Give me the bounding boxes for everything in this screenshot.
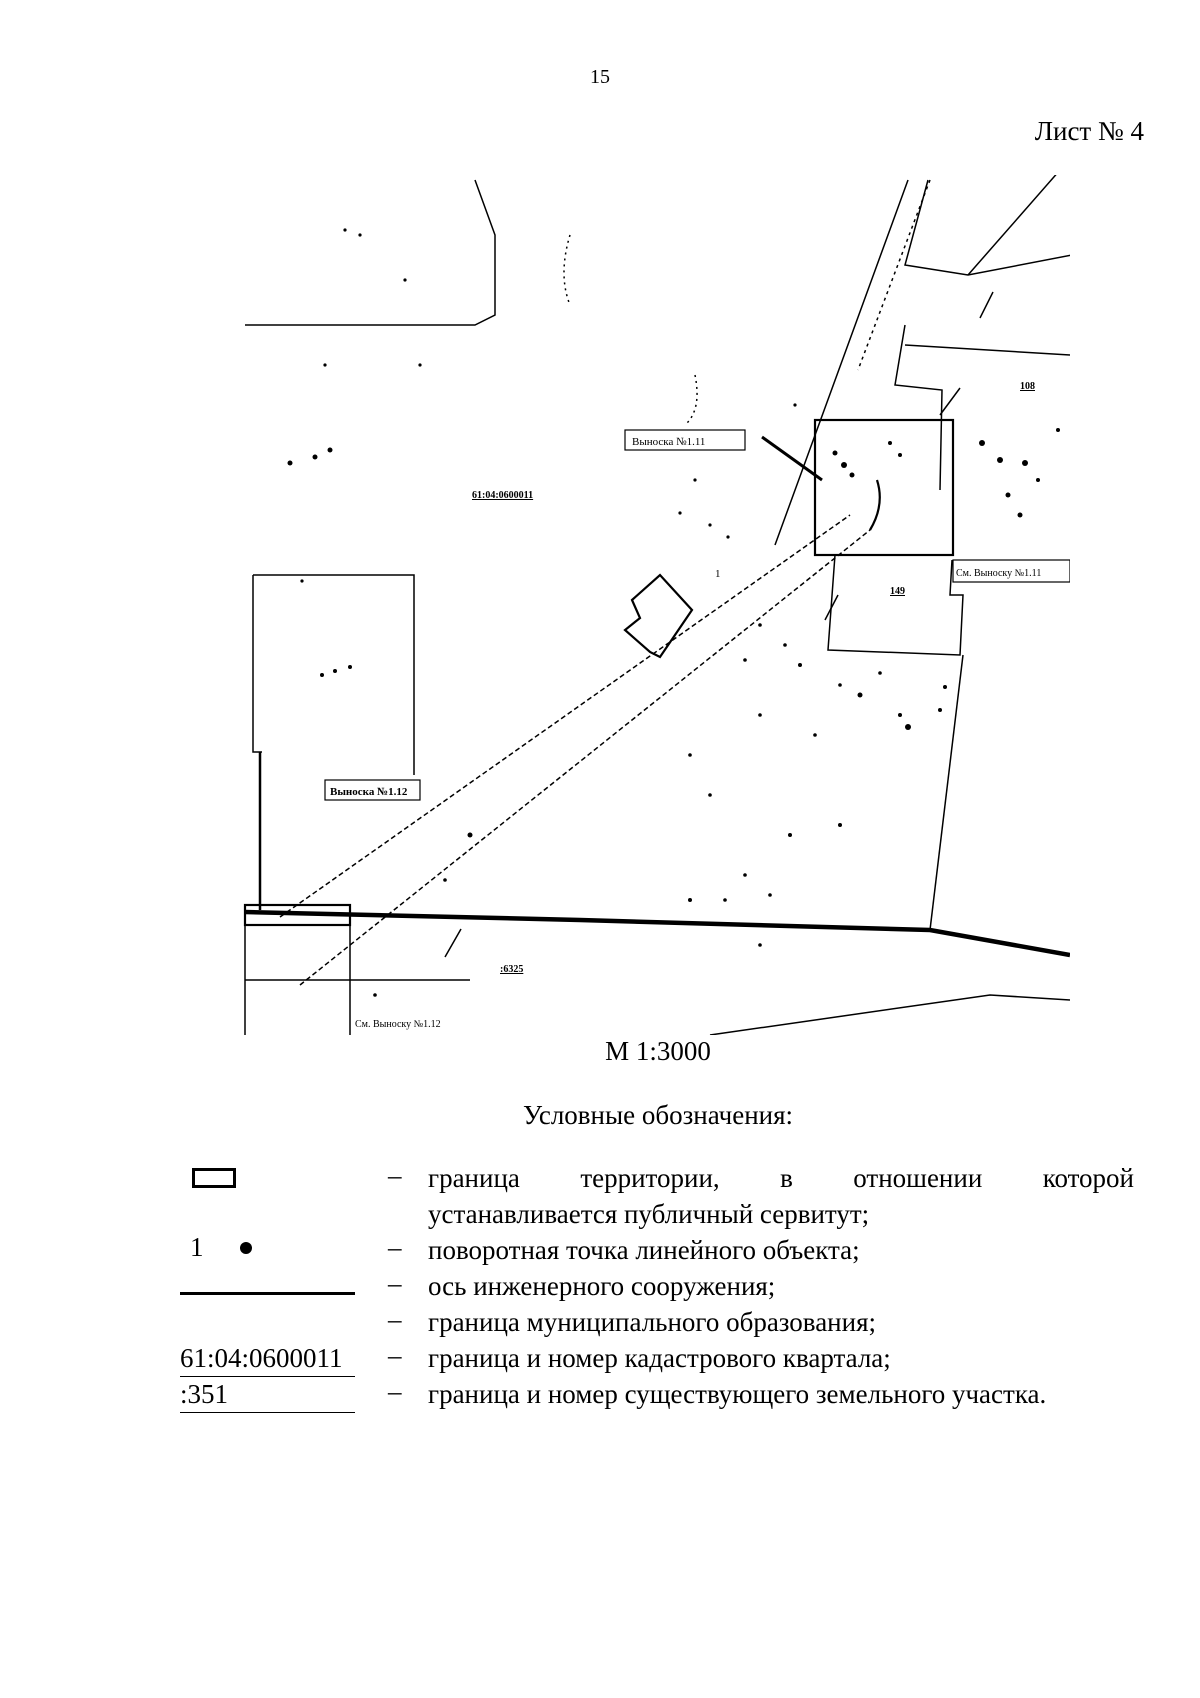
map-drawing: Выноска №1.11 Выноска №1.12 См. Выноску … [243, 169, 1073, 1036]
servitude-box-2 [243, 903, 352, 927]
legend-desc: граница и номер кадастрового квартала; [428, 1343, 891, 1373]
legend-desc: поворотная точка линейного объекта; [428, 1235, 860, 1265]
map-dashed-curve [684, 374, 698, 426]
servitude-strip-edge [279, 514, 851, 918]
legend-desc: граница муниципального образования; [428, 1307, 877, 1337]
map-line [967, 169, 1061, 276]
legend-dash: – [388, 1340, 402, 1370]
parcel-border [904, 344, 1071, 356]
leader-line [979, 291, 994, 319]
callout-arrow-11 [761, 435, 823, 482]
parcel-left-border [253, 574, 415, 775]
parcel-149-label: 149 [890, 586, 905, 597]
thick-line-icon [180, 1292, 355, 1295]
callout-11-label: Выноска №1.11 [632, 436, 705, 448]
legend-dash: – [388, 1232, 402, 1262]
parcel-108-label: 108 [1020, 381, 1035, 392]
map-dashed-line [857, 179, 931, 371]
cadastral-quarter-number: 61:04:0600011 [180, 1340, 355, 1377]
point-1-label: 1 [715, 568, 721, 580]
parcel-top-right [904, 179, 1073, 276]
quarter-number-label: 61:04:0600011 [472, 490, 533, 501]
see-callout-12-label: См. Выноску №1.12 [355, 1019, 441, 1030]
building-1 [623, 573, 694, 659]
page-number: 15 [590, 66, 610, 88]
legend-title: Условные обозначения: [522, 1100, 794, 1130]
map-dashed-curve [563, 234, 571, 306]
map-line [774, 179, 909, 546]
leader-line-6325 [444, 928, 462, 958]
sheet-label: Лист № 4 [1034, 116, 1144, 146]
legend-dash: – [388, 1268, 402, 1298]
parcel-lower-left [244, 925, 470, 1035]
map-boundary-upper-left [245, 179, 496, 326]
municipal-boundary [244, 909, 1071, 958]
parcel-number: :351 [180, 1376, 355, 1413]
servitude-box-1 [813, 418, 955, 557]
parcel-border [894, 324, 943, 491]
dot-icon [240, 1242, 252, 1254]
see-callout-11-label: См. Выноску №1.11 [956, 568, 1041, 579]
legend-desc-line: устанавливается публичный сервитут; [428, 1199, 870, 1229]
map-curve [869, 479, 881, 531]
callout-12-frame [324, 779, 421, 801]
map-line [929, 654, 964, 931]
legend-desc: ось инженерного сооружения; [428, 1271, 776, 1301]
map-scale: М 1:3000 [605, 1036, 711, 1066]
legend-dash: – [388, 1376, 402, 1406]
callout-11-frame [624, 429, 746, 451]
parcel-149-border [827, 554, 964, 656]
parcel-left-border [252, 575, 262, 753]
point-number: 1 [190, 1232, 204, 1262]
callout-12-label: Выноска №1.12 [330, 786, 408, 798]
legend-desc: граница территории, в отношении которой … [428, 1160, 1134, 1232]
legend-desc-line: граница территории, в отношении которой [428, 1163, 1134, 1193]
legend-dash: – [388, 1160, 402, 1190]
legend-dash: – [388, 1304, 402, 1334]
leader-line-108 [939, 387, 961, 416]
cadastral-map: Выноска №1.11 Выноска №1.12 См. Выноску … [240, 169, 1073, 1036]
leader-line-149 [824, 594, 839, 621]
parcel-6325-label: :6325 [500, 964, 523, 975]
servitude-strip-edge [299, 529, 871, 986]
rect-icon [192, 1168, 236, 1188]
legend-desc: граница и номер существующего земельного… [428, 1379, 1047, 1409]
map-dots [287, 228, 1060, 997]
map-line [709, 994, 1071, 1036]
